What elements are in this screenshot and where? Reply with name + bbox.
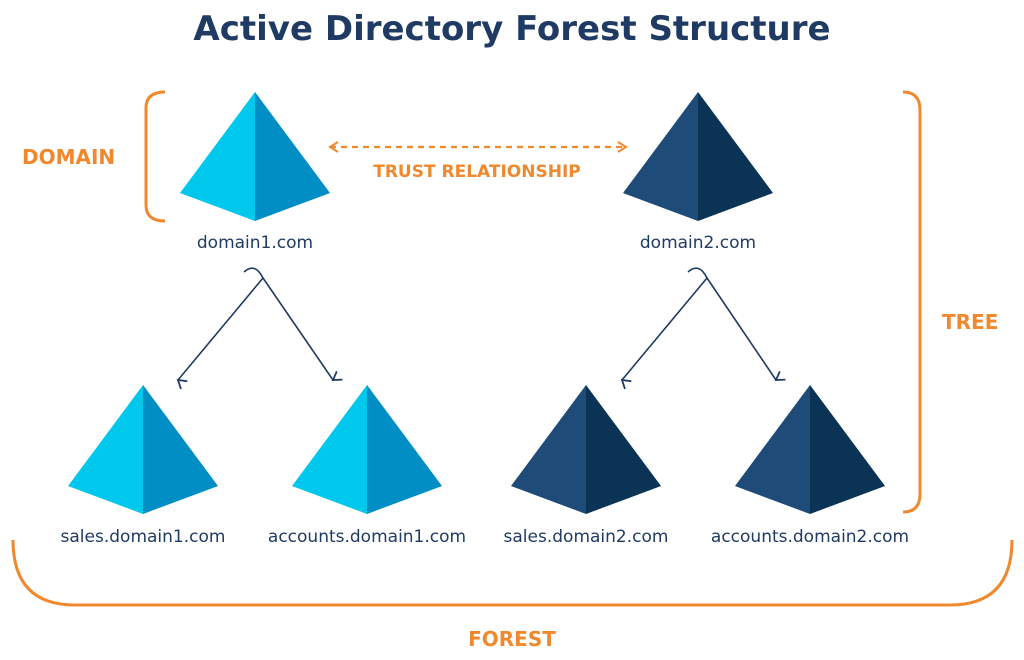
forest-bracket — [11, 539, 1014, 607]
page-title: Active Directory Forest Structure — [193, 9, 830, 49]
connector-d1-accounts — [262, 277, 343, 381]
accounts-domain1-label: accounts.domain1.com — [268, 527, 466, 547]
pyramid-sales-domain2 — [511, 385, 661, 514]
domain2-label: domain2.com — [640, 233, 756, 253]
tree-bracket — [902, 90, 922, 514]
pyramid-domain2 — [623, 92, 773, 221]
accounts-domain2-label: accounts.domain2.com — [711, 527, 909, 547]
connector-d1-sales — [176, 267, 264, 390]
pyramid-sales-domain1 — [68, 385, 218, 514]
pyramid-accounts-domain1 — [292, 385, 442, 514]
domain1-label: domain1.com — [197, 233, 313, 253]
sales-domain1-label: sales.domain1.com — [61, 527, 226, 547]
trust-label: TRUST RELATIONSHIP — [373, 162, 580, 182]
forest-label: FOREST — [468, 627, 556, 651]
domain-bracket — [144, 90, 166, 223]
pyramid-domain1 — [180, 92, 330, 221]
pyramid-accounts-domain2 — [735, 385, 885, 514]
domain-label: DOMAIN — [22, 145, 115, 169]
tree-label: TREE — [942, 310, 998, 334]
sales-domain2-label: sales.domain2.com — [504, 527, 669, 547]
connector-d2-sales — [620, 267, 708, 390]
connector-d2-accounts — [706, 277, 786, 381]
